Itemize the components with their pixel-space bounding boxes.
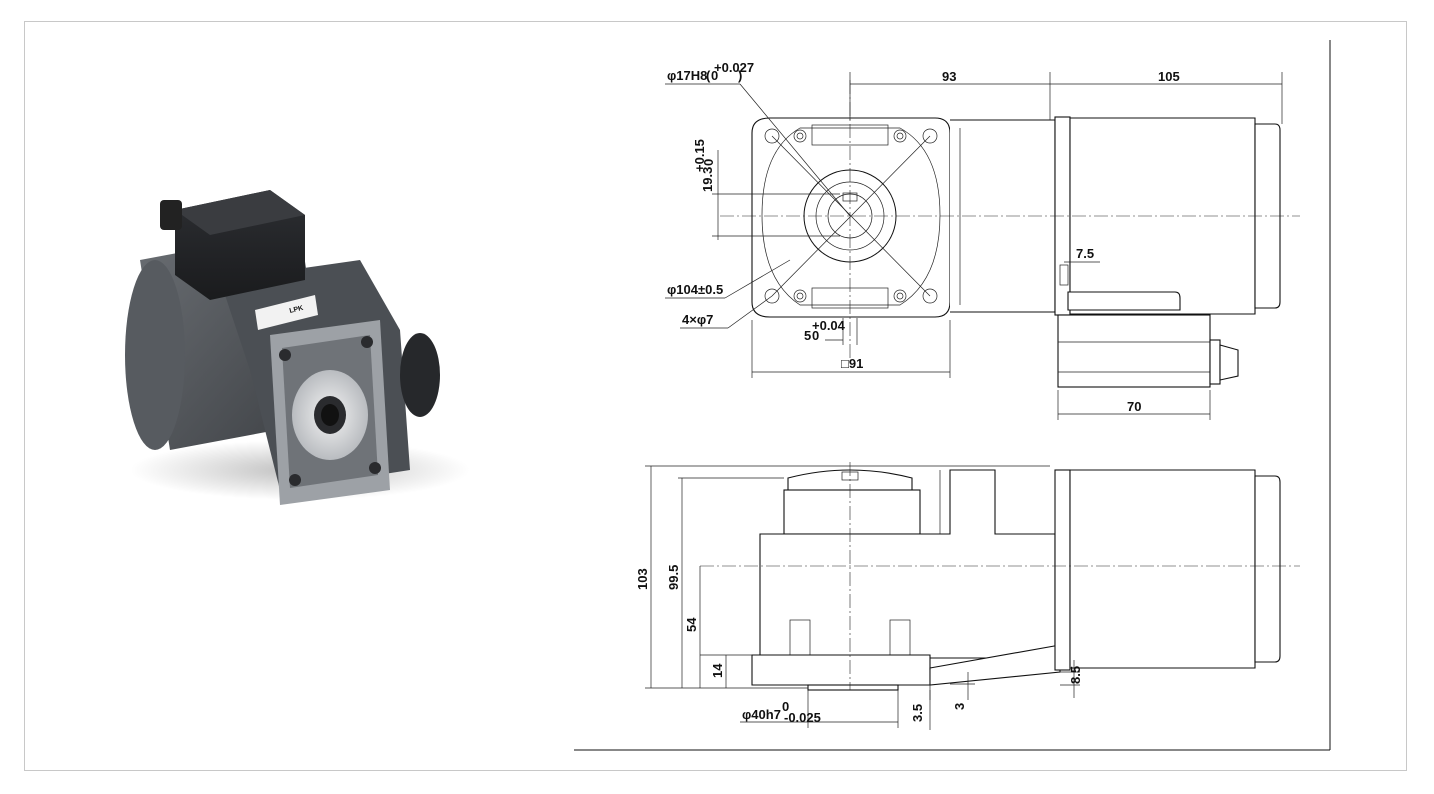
dim-height-54: 54 [684, 617, 699, 632]
dim-spigot: φ40h7 [742, 707, 781, 722]
dim-gear-length: 93 [942, 69, 956, 84]
dim-motor-length: 105 [1158, 69, 1180, 84]
dim-center-height: 99.5 [666, 565, 681, 590]
dim-key-depth: 19.3 [700, 167, 715, 192]
dim-key-width-tol-upper: +0.04 [812, 318, 846, 333]
dim-key-width: 5 [804, 328, 811, 343]
dim-foot-thickness: 8.5 [1068, 666, 1083, 684]
dim-key-depth-tol-upper: +0.15 [692, 139, 707, 172]
dim-holes: 4×φ7 [682, 312, 713, 327]
bracket-open: ( [706, 68, 711, 83]
dim-shaft-bore: φ17H8 [667, 68, 707, 83]
dim-spigot-depth: 3.5 [910, 704, 925, 722]
dim-shaft-bore-tol-upper: +0.027 [714, 60, 754, 75]
dim-key-depth-tol-lower: 0 [701, 159, 716, 166]
dim-shaft-bore-tol-lower: 0 [711, 68, 718, 83]
label-brand: LPK [289, 305, 304, 315]
dim-terminal-box-width: 70 [1127, 399, 1141, 414]
dim-flange-square: □91 [841, 356, 863, 371]
gear-motor-photo: LPK [125, 190, 470, 505]
dim-key-width-tol-lower: 0 [812, 328, 819, 343]
dim-terminal-offset: 7.5 [1076, 246, 1094, 261]
dim-pcd: φ104±0.5 [667, 282, 723, 297]
dim-height-14: 14 [710, 663, 725, 678]
dim-spigot-tol-upper: 0 [782, 699, 789, 714]
dim-offset-3: 3 [952, 703, 967, 710]
bracket-close: ) [738, 68, 742, 83]
dim-spigot-tol-lower: -0.025 [784, 710, 821, 725]
dim-total-height: 103 [635, 568, 650, 590]
